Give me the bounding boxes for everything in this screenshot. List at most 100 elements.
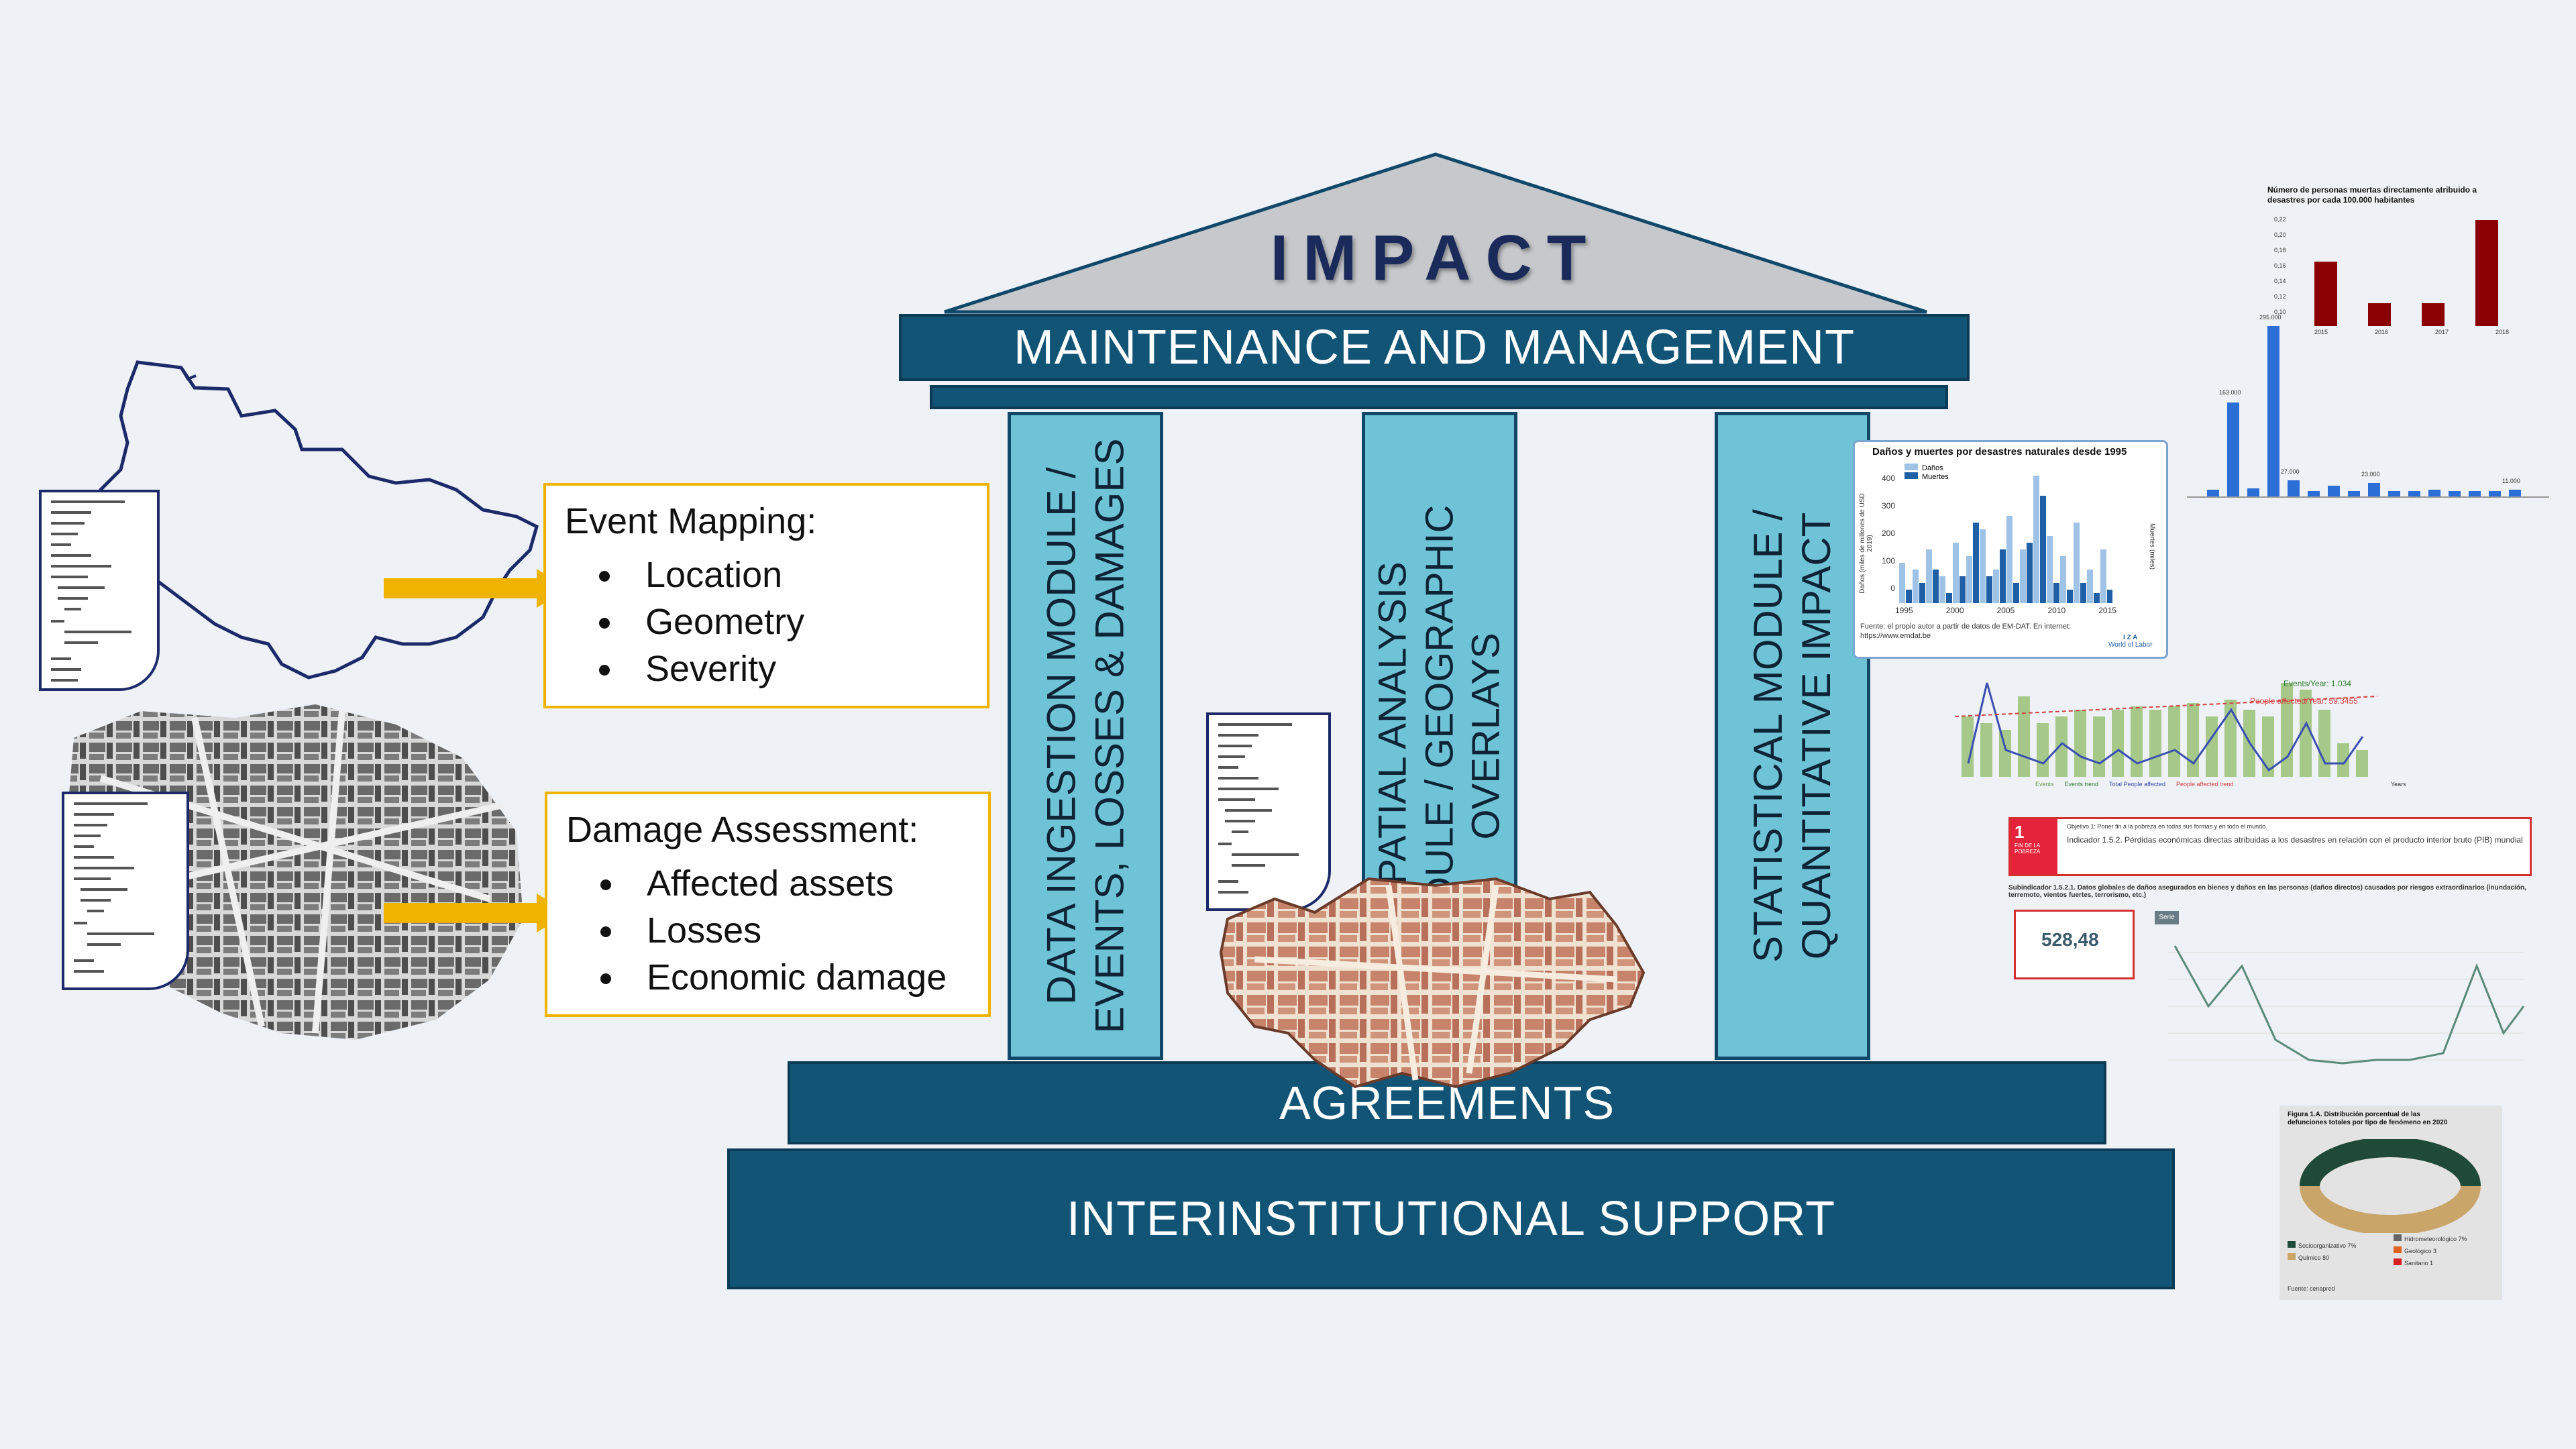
arrow-event-mapping <box>384 578 538 598</box>
x-tick: 1995 <box>1895 606 1913 615</box>
damage-assessment-item: Affected assets <box>627 863 969 904</box>
donut-source: Fuente: cenapred <box>2288 1285 2335 1292</box>
bar <box>2509 490 2521 496</box>
sdg-subindicator: Subindicador 1.5.2.1. Datos globales de … <box>2008 884 2526 899</box>
event-mapping-item: Geometry <box>625 601 968 643</box>
donut-legend: Sanitario 1 <box>2404 1260 2434 1267</box>
legend-swatch-icon <box>2394 1258 2402 1265</box>
bar <box>2422 303 2445 326</box>
damage-assessment-item: Losses <box>627 910 969 951</box>
sdg-serie-tab: Serie <box>2155 911 2179 924</box>
damage-assessment-box: Damage Assessment: Affected assets Losse… <box>545 792 991 1017</box>
event-mapping-item: Severity <box>625 648 968 690</box>
y-tick: 0,16 <box>2274 262 2286 269</box>
impact-title: IMPACT <box>1270 222 1601 294</box>
pillar-3-line-2: QUANTITATIVE IMPACT <box>1794 512 1839 960</box>
event-mapping-list: Location Geometry Severity <box>565 554 968 690</box>
legend-item: People affected trend <box>2176 781 2234 788</box>
maintenance-label: MAINTENANCE AND MANAGEMENT <box>1013 321 1856 374</box>
y-tick: 0,10 <box>2274 309 2286 315</box>
donut-legend: Geológico 3 <box>2404 1248 2437 1254</box>
bar <box>2489 491 2501 496</box>
bar <box>2408 491 2420 496</box>
bar <box>2368 303 2391 326</box>
donut-chart-panel: Figura 1.A. Distribución porcentual de l… <box>2279 1106 2502 1300</box>
data-label: 23.000 <box>2361 471 2380 478</box>
sdg-indicator-panel: 1 FIN DE LA POBREZA Objetivo 1: Poner fi… <box>2008 817 2532 876</box>
y-tick: 0,12 <box>2274 293 2286 300</box>
people-note: People affected/Year: 59.3455 <box>2250 696 2358 706</box>
x-tick: 2015 <box>2098 606 2116 615</box>
damages-deaths-chart: Daños y muertes por desastres naturales … <box>1853 440 2168 659</box>
legend-damages: Daños <box>1922 464 1943 472</box>
interinstitutional-label: INTERINSTITUTIONAL SUPPORT <box>1066 1192 1836 1246</box>
bar <box>2428 490 2440 496</box>
arrow-damage-assessment <box>384 903 538 923</box>
events-note: Events/Year: 1.034 <box>2284 679 2351 688</box>
bar <box>2288 480 2300 496</box>
y-tick: 0 <box>1890 584 1895 593</box>
x-tick: 2017 <box>2434 329 2449 335</box>
x-tick: 2018 <box>2495 329 2509 335</box>
bar <box>2308 491 2320 496</box>
deaths-rate-chart: Número de personas muertas directamente … <box>2261 181 2516 342</box>
pillar-data-ingestion: DATA INGESTION MODULE / EVENTS, LOSSES &… <box>1008 412 1163 1060</box>
donut-ring <box>2300 1139 2481 1233</box>
sdg-objective: Objetivo 1: Poner fin a la pobreza en to… <box>2067 823 2267 830</box>
legend-swatch-icon <box>2288 1241 2296 1248</box>
bar <box>2449 491 2461 496</box>
sdg-badge: 1 FIN DE LA POBREZA <box>2010 819 2057 874</box>
damage-assessment-list: Affected assets Losses Economic damage <box>566 863 969 998</box>
bar <box>2368 483 2380 496</box>
bar <box>2267 326 2279 496</box>
source-line-1: Fuente: el propio autor a partir de dato… <box>1860 623 2072 631</box>
bar <box>2388 491 2400 496</box>
pillar-3-line-1: STATISTICAL MODULE / <box>1746 509 1790 963</box>
data-label: 295.000 <box>2259 314 2282 321</box>
data-label: 11.000 <box>2502 478 2520 484</box>
sdg-number: 1 <box>2015 822 2025 842</box>
sub-beam <box>930 385 1948 409</box>
damage-assessment-title: Damage Assessment: <box>566 810 919 850</box>
sdg-indicator: Indicador 1.5.2. Pérdidas económicas dir… <box>2067 835 2523 845</box>
sdg-value: 528,48 <box>2041 929 2099 950</box>
bar <box>2469 491 2481 496</box>
source-line-2: https://www.emdat.be <box>1860 632 1931 640</box>
code-document-1 <box>39 490 160 691</box>
maintenance-beam: MAINTENANCE AND MANAGEMENT <box>899 314 1970 381</box>
pillar-1-line-2: EVENTS, LOSSES & DAMAGES <box>1087 438 1132 1034</box>
x-tick: 2000 <box>1945 606 1964 615</box>
bar <box>2348 491 2360 496</box>
donut-legend: Hidrometeorológico 7% <box>2404 1236 2467 1242</box>
sdg-value-card: 528,48 <box>2014 910 2135 979</box>
y-axis-right-label: Muertes (miles) <box>2148 523 2156 570</box>
deaths-chart-title-1: Número de personas muertas directamente … <box>2267 185 2477 195</box>
iza-brand-sub: World of Labor <box>2108 641 2153 649</box>
bar <box>2314 262 2337 326</box>
donut-legend: Socioorganizativo 7% <box>2298 1242 2357 1249</box>
legend-swatch-icon <box>2288 1253 2296 1260</box>
y-tick: 0,20 <box>2274 231 2286 238</box>
x-tick: 2016 <box>2374 329 2389 335</box>
event-mapping-item: Location <box>625 554 968 596</box>
data-label: 163.000 <box>2219 389 2241 396</box>
code-document-2 <box>62 792 189 990</box>
x-tick: 2015 <box>2314 329 2328 335</box>
damage-assessment-item: Economic damage <box>627 957 969 998</box>
event-mapping-box: Event Mapping: Location Geometry Severit… <box>543 483 989 708</box>
legend-swatch-icon <box>2394 1234 2402 1241</box>
events-chart: Events/Year: 1.034 People affected/Year:… <box>1928 663 2424 797</box>
legend-swatch-icon <box>1904 472 1918 479</box>
pillar-1-line-1: DATA INGESTION MODULE / <box>1038 467 1083 1005</box>
x-tick: 2010 <box>2047 606 2066 615</box>
sdg-tab-label: Serie <box>2159 914 2175 921</box>
bar <box>2227 402 2239 496</box>
y-tick: 0,14 <box>2274 278 2286 284</box>
legend-deaths: Muertes <box>1922 473 1949 481</box>
data-label: 27.000 <box>2281 468 2300 475</box>
legend-item: Events trend <box>2064 781 2099 788</box>
sdg-line-chart <box>2168 945 2525 1065</box>
y-tick: 100 <box>1881 556 1895 566</box>
roof <box>944 152 1927 314</box>
blue-bar-chart: 163.000 295.000 27.000 23.000 11.000 <box>2140 288 2556 517</box>
